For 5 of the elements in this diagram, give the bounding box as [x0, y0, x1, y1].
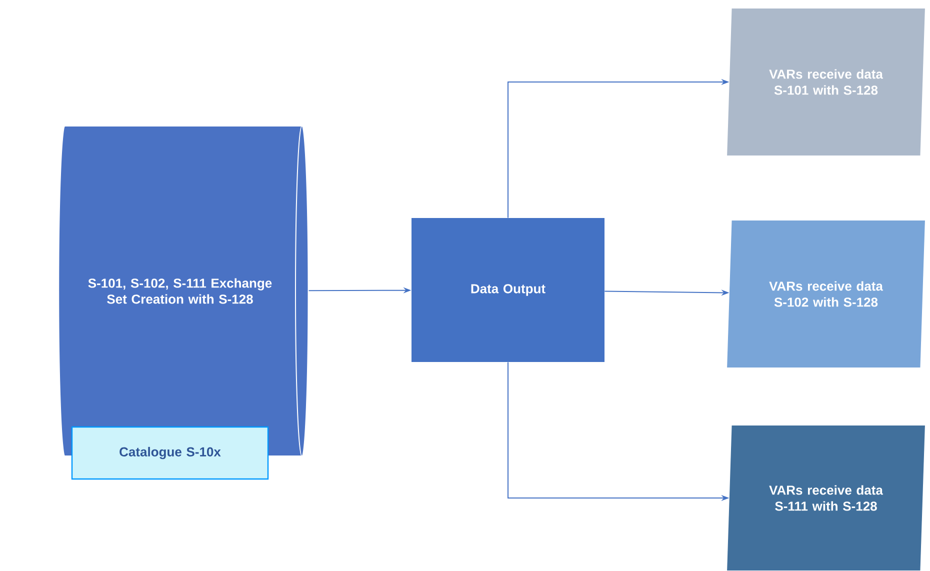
data-parallelogram: VARs receive data S-101 with S-128 — [727, 8, 925, 156]
process-box: Data Output — [412, 218, 604, 362]
data-parallelogram: VARs receive data S-111 with S-128 — [727, 426, 925, 570]
catalogue-box: Catalogue S-10x — [71, 426, 269, 480]
data-parallelogram: VARs receive data S-102 with S-128 — [727, 220, 925, 368]
